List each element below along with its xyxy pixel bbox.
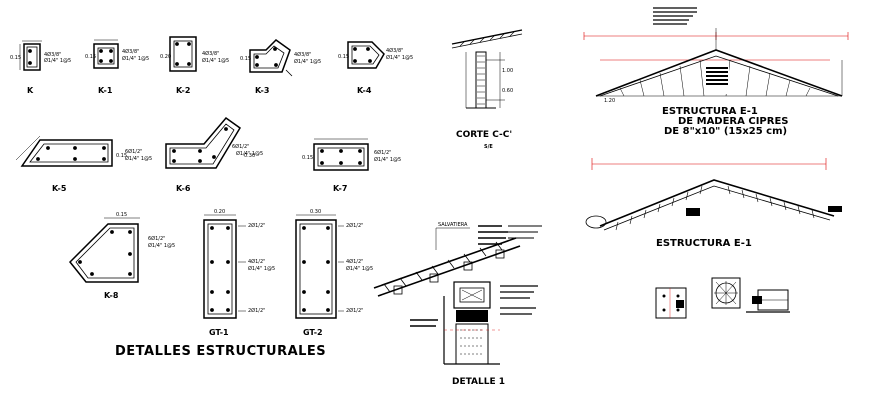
rebar-label: 4Ø3/8" [122,48,139,55]
section-label-k5: K-5 [52,184,67,193]
rebar-label: 2Ø1/2" [248,222,265,229]
rebar-label: Ø1/4" 1@5 [386,54,413,61]
dim-label: 0.60 [502,88,513,94]
detail-1: SALVATIERA DETALLE 1 [373,222,542,387]
rebar-label: 4Ø1/2" [248,258,265,265]
dim-label: 1.20 [604,98,615,104]
column-detail-k6: 0.30 6Ø1/2" Ø1/4" 1@5 K-6 [165,116,263,193]
section-label-gt2: GT-2 [303,328,323,337]
rebar-label: Ø1/4" 1@5 [125,155,152,162]
rebar-label: Ø1/4" 1@5 [122,55,149,62]
rebar-label: 2Ø1/2" [346,307,363,314]
rebar-label: 4Ø3/8" [44,51,61,58]
column-detail-k2: 0.20 4Ø3/8" Ø1/4" 1@5 K-2 [160,36,229,95]
beam-detail-gt2: 0.30 2Ø1/2" 4Ø1/2" Ø1/4" 1@5 2Ø1/2" GT-2 [295,209,373,337]
rebar-label: Ø1/4" 1@5 [148,242,175,249]
dim-label: 0.15 [10,55,21,61]
dim-label: 0.15 [116,212,127,218]
rebar-label: 4Ø3/8" [294,51,311,58]
truss-elevation-top: 1.20 ESTRUCTURA E-1 DE MADERA CIPRES DE … [583,6,849,137]
rebar-label: Ø1/4" 1@5 [44,57,71,64]
beam-detail-gt1: 0.20 2Ø1/2" 4Ø1/2" Ø1/4" 1@5 2Ø1/2" GT-1 [203,209,275,337]
column-detail-k8: 0.15 6Ø1/2" Ø1/4" 1@5 K-8 [68,212,175,300]
section-label-k2: K-2 [176,86,190,95]
section-label-k: K [27,86,34,95]
rebar-label: Ø1/4" 1@5 [294,58,321,65]
section-label-gt1: GT-1 [209,328,229,337]
estructura-subtitle: DE MADERA CIPRES [678,116,788,127]
corte-scale: S/E [484,144,493,150]
section-label-k1: K-1 [98,86,113,95]
dim-label: 0.15 [116,153,127,159]
dim-label: 0.15 [338,54,349,60]
section-label-k7: K-7 [333,184,347,193]
rebar-label: 2Ø1/2" [248,307,265,314]
rebar-label: 6Ø1/2" [232,143,249,150]
detail-label: SALVATIERA [438,222,468,228]
rebar-label: Ø1/4" 1@5 [202,57,229,64]
rebar-label: Ø1/4" 1@5 [236,150,263,157]
dim-label: 0.15 [302,155,313,161]
column-detail-k4: 0.15 4Ø3/8" Ø1/4" 1@5 K-4 [338,41,413,95]
rebar-label: 4Ø3/8" [386,47,403,54]
detail-title: DETALLE 1 [452,377,505,387]
page-title: DETALLES ESTRUCTURALES [115,344,327,359]
plate-details [655,277,790,319]
dim-label: 0.30 [310,209,321,215]
dim-label: 0.20 [160,54,171,60]
dim-label: 0.20 [214,209,225,215]
rebar-label: Ø1/4" 1@5 [374,156,401,163]
column-detail-k5: 0.15 6Ø1/2" Ø1/4" 1@5 K-5 [15,135,152,193]
section-label-k6: K-6 [176,184,191,193]
rebar-label: 2Ø1/2" [346,222,363,229]
estructura-title: ESTRUCTURA E-1 [662,106,758,117]
dim-label: 0.15 [85,54,96,60]
column-detail-k7: 0.15 6Ø1/2" Ø1/4" 1@5 K-7 [302,138,401,193]
estructura-title-2: ESTRUCTURA E-1 [656,238,752,249]
rebar-label: 6Ø1/2" [148,235,165,242]
section-corte-cc: 1.00 0.60 CORTE C-C' S/E [451,29,523,150]
truss-elevation-mid: ESTRUCTURA E-1 [585,158,842,249]
rebar-label: 4Ø1/2" [346,258,363,265]
estructura-dimensions: DE 8"x10" (15x25 cm) [664,126,787,137]
section-label-k3: K-3 [255,86,269,95]
section-label-k4: K-4 [357,86,372,95]
column-detail-k: 0.15 4Ø3/8" Ø1/4" 1@5 K [10,40,71,95]
rebar-label: Ø1/4" 1@5 [248,265,275,272]
rebar-label: 6Ø1/2" [125,148,142,155]
dim-label: 0.30 [244,153,255,159]
rebar-label: 6Ø1/2" [374,149,391,156]
column-detail-k3: 0.15 4Ø3/8" Ø1/4" 1@5 K-3 [240,39,321,95]
column-detail-k1: 0.15 4Ø3/8" Ø1/4" 1@5 K-1 [85,39,149,95]
dim-label: 1.00 [502,68,513,74]
section-label-k8: K-8 [104,291,119,300]
dim-label: 0.15 [240,56,251,62]
rebar-label: Ø1/4" 1@5 [346,265,373,272]
rebar-label: 4Ø3/8" [202,50,219,57]
corte-title: CORTE C-C' [456,130,512,140]
